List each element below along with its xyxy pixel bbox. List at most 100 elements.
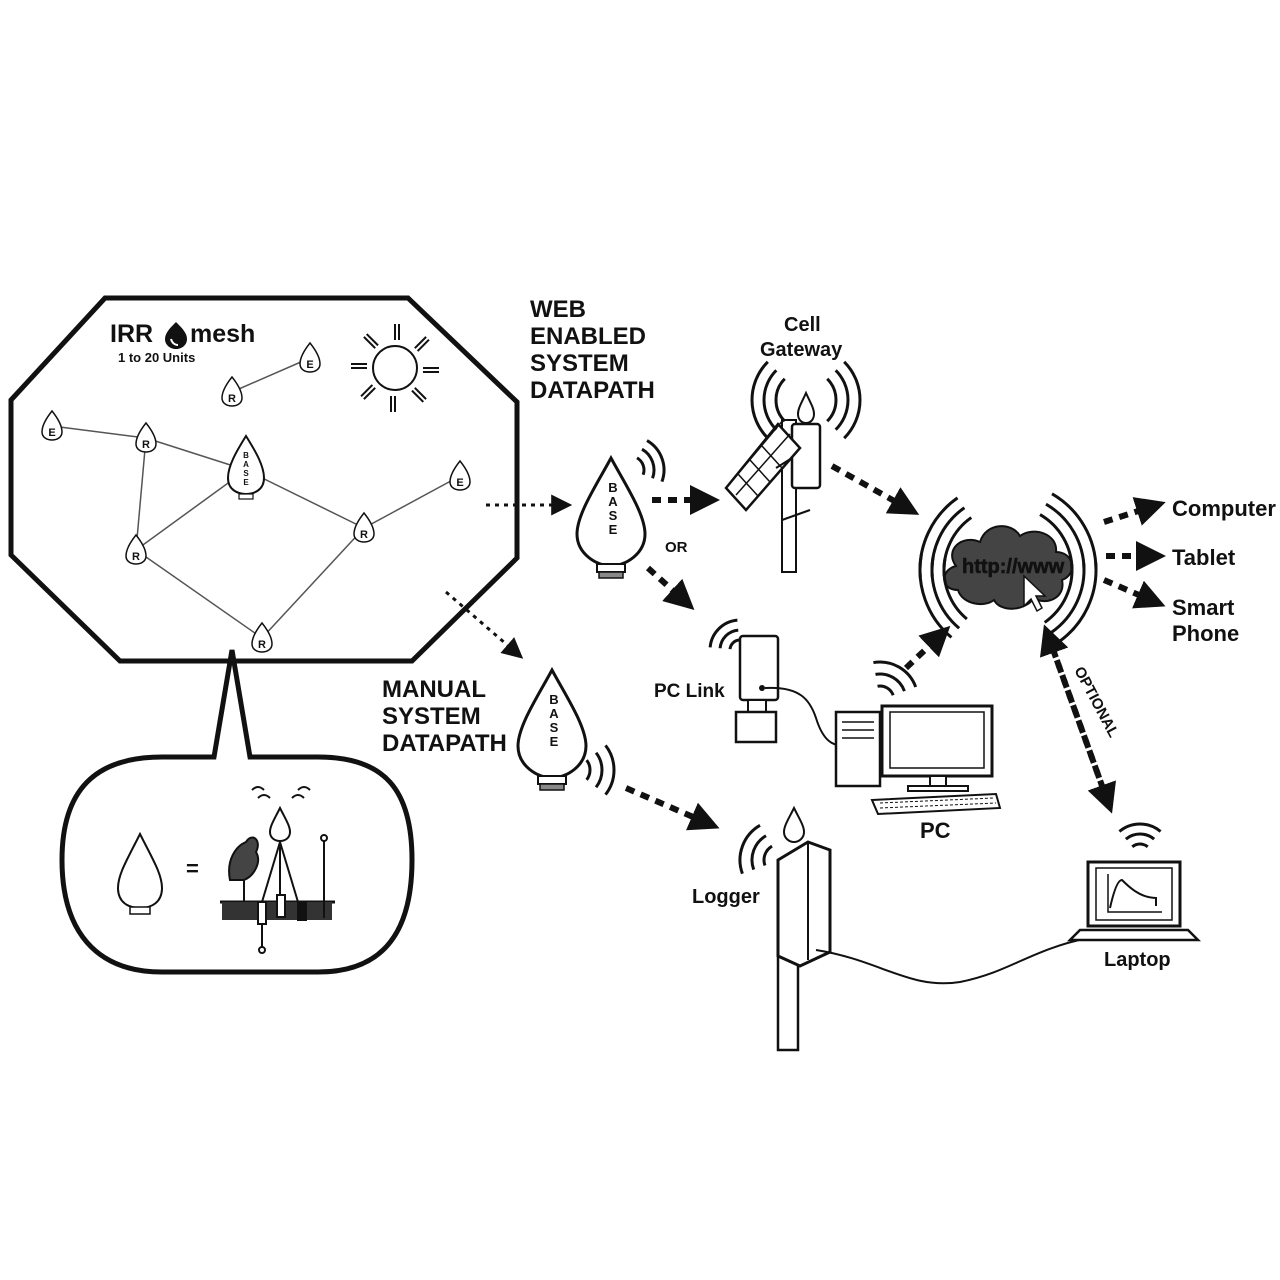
signal-wave xyxy=(1050,563,1086,634)
signal-wave xyxy=(1124,832,1156,841)
sun-ray xyxy=(411,389,424,403)
base-letter: E xyxy=(550,734,559,749)
signal-wave xyxy=(718,628,739,649)
web-datapath-label: WEB ENABLED SYSTEM DATAPATH xyxy=(530,296,655,404)
signal-wave xyxy=(1045,502,1086,571)
sun-ray xyxy=(414,336,427,349)
web-path-line-3: SYSTEM xyxy=(530,350,629,377)
signal-wave xyxy=(877,684,895,696)
signal-wave xyxy=(594,751,604,789)
laptop-label: Laptop xyxy=(1104,949,1171,971)
brand-subtitle: 1 to 20 Units xyxy=(118,350,195,365)
signal-wave xyxy=(728,638,740,650)
internet-to-computer-arrow xyxy=(1103,497,1166,526)
endpoint-phone: Phone xyxy=(1172,621,1239,646)
internet-url-label: http://www xyxy=(962,556,1065,578)
signal-wave xyxy=(585,759,592,781)
router-node-label: R xyxy=(360,529,368,541)
end-node-label: E xyxy=(456,477,463,489)
signal-wave xyxy=(875,672,906,692)
cell-gateway-label-1: Cell xyxy=(784,314,821,336)
signal-wave xyxy=(750,360,769,440)
manual-path-arrow xyxy=(445,590,524,659)
manual-datapath-label: MANUAL SYSTEM DATAPATH xyxy=(382,676,507,757)
optional-label: OPTIONAL xyxy=(1070,664,1121,740)
end-node-label: E xyxy=(48,427,55,439)
base-letter: E xyxy=(609,522,618,537)
end-node: E xyxy=(41,409,63,441)
router-node-label: R xyxy=(132,551,140,563)
mesh-base-letter: E xyxy=(243,478,249,487)
signal-wave xyxy=(918,554,953,639)
sun-ray xyxy=(360,384,374,397)
logger-label: Logger xyxy=(692,886,760,908)
internet-cloud-icon: http://www xyxy=(943,525,1073,613)
signal-wave xyxy=(1057,562,1098,644)
base-letter: S xyxy=(609,508,618,523)
end-node: E xyxy=(299,341,321,373)
mesh-base-letter: A xyxy=(243,460,249,469)
signal-wave xyxy=(1118,822,1162,833)
endpoint-tablet: Tablet xyxy=(1172,545,1236,570)
sun-ray xyxy=(366,333,379,347)
equals-sign: = xyxy=(186,856,199,881)
sun-ray xyxy=(416,339,430,352)
signal-wave xyxy=(636,456,646,476)
sensor-callout-bubble: = xyxy=(59,649,415,975)
logger-icon: Logger xyxy=(692,805,1089,1052)
manual-path-line-1: MANUAL xyxy=(382,676,486,703)
signal-wave xyxy=(843,360,862,440)
signal-wave xyxy=(1051,492,1098,571)
web-path-line-2: ENABLED xyxy=(530,323,646,350)
node-icon xyxy=(116,831,164,915)
endpoint-smart: Smart xyxy=(1172,595,1235,620)
signal-wave xyxy=(762,369,778,431)
brand-name-left: IRR xyxy=(110,320,153,348)
signal-wave xyxy=(942,558,968,621)
cell-gateway-label-2: Gateway xyxy=(760,339,843,361)
manual-path-line-3: DATAPATH xyxy=(382,730,507,757)
base-letter: B xyxy=(608,480,617,495)
end-node: E xyxy=(449,459,471,491)
signal-wave xyxy=(641,447,656,479)
pc-link-icon: PC Link xyxy=(654,634,857,747)
signal-wave xyxy=(738,824,761,875)
pc-label: PC xyxy=(920,818,951,843)
base-letter: A xyxy=(608,494,618,509)
internet-to-phone-arrow xyxy=(1102,577,1166,609)
signal-wave xyxy=(930,556,961,630)
signal-wave xyxy=(1043,564,1074,624)
signal-wave xyxy=(826,377,838,423)
cell-gateway-icon: Cell Gateway xyxy=(724,314,843,573)
or-label: OR xyxy=(665,539,688,556)
signal-wave xyxy=(774,377,786,423)
signal-wave xyxy=(708,618,738,648)
web-path-line-4: DATAPATH xyxy=(530,377,655,404)
signal-wave xyxy=(762,844,773,866)
water-drop-logo-icon xyxy=(165,322,187,349)
field-sensors-icon xyxy=(220,786,335,954)
web-path-line-1: WEB xyxy=(530,296,586,323)
laptop-icon: Laptop xyxy=(1066,860,1202,971)
brand-name-right: mesh xyxy=(190,320,255,348)
sun-ray xyxy=(414,387,427,400)
base-letter: A xyxy=(549,706,559,721)
signal-wave xyxy=(646,439,666,483)
cell-to-internet-arrow xyxy=(830,463,920,515)
pc-link-label: PC Link xyxy=(654,681,725,702)
sun-ray xyxy=(363,387,376,400)
base-letter: S xyxy=(550,720,559,735)
router-node: R xyxy=(221,375,243,407)
mesh-base-letter: B xyxy=(243,451,249,460)
mouse-cursor-icon xyxy=(1023,574,1047,613)
endpoint-computer: Computer xyxy=(1172,496,1276,521)
signal-wave xyxy=(750,834,767,871)
base-to-logger-arrow xyxy=(624,785,720,831)
router-node: R xyxy=(125,533,147,565)
